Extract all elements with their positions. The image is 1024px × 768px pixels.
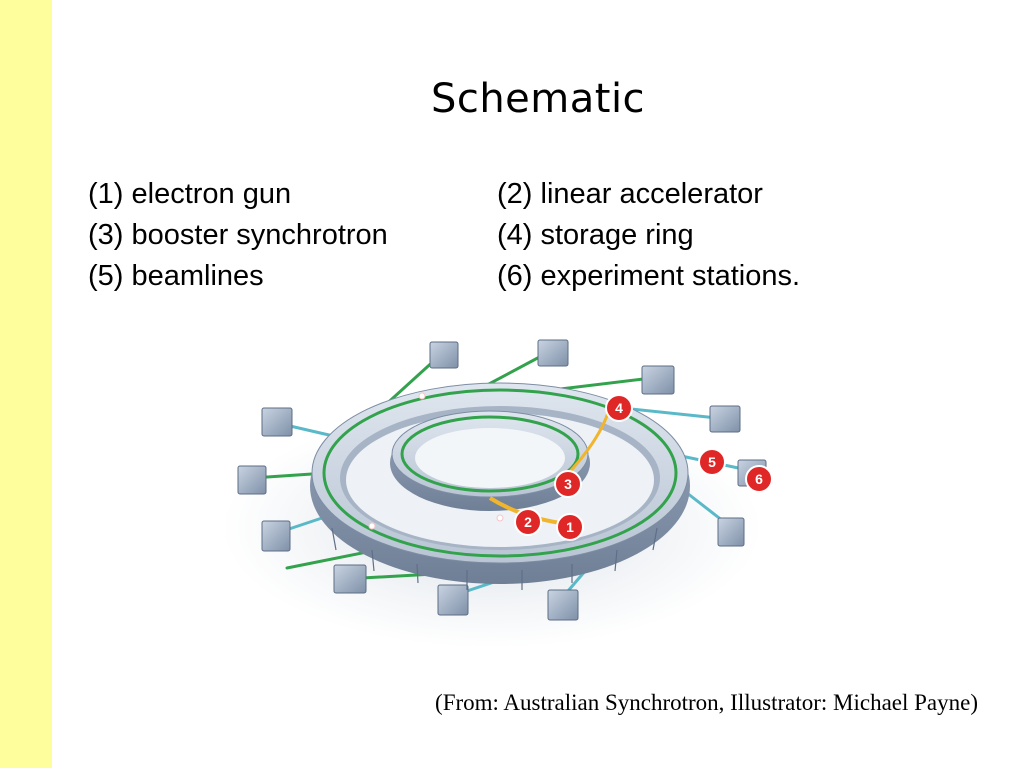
marker-5: 5 [698, 448, 726, 476]
legend-item-electron-gun: (1) electron gun [88, 178, 292, 210]
ring-segments [331, 527, 658, 590]
marker-6-label: 6 [755, 471, 763, 487]
synchrotron-illustration: 1 2 3 4 5 6 [222, 339, 773, 648]
legend-item-booster-synchrotron: (3) booster synchrotron [88, 219, 388, 251]
side-band [0, 0, 52, 768]
legend-item-beamlines: (5) beamlines [88, 260, 264, 292]
marker-1-label: 1 [566, 519, 574, 535]
marker-3-label: 3 [564, 476, 572, 492]
marker-2-label: 2 [524, 514, 532, 530]
legend-item-experiment-stations: (6) experiment stations. [497, 260, 801, 292]
booster-ring-hole [415, 428, 565, 488]
marker-3: 3 [554, 470, 582, 498]
legend-item-linear-accelerator: (2) linear accelerator [497, 178, 763, 210]
marker-6: 6 [745, 465, 773, 493]
marker-2: 2 [514, 508, 542, 536]
booster-ring-beam [400, 415, 580, 493]
storage-ring-beam [322, 388, 678, 558]
marker-4-label: 4 [615, 400, 623, 416]
slide-title: Schematic [430, 76, 646, 122]
marker-4: 4 [605, 394, 633, 422]
marker-1: 1 [556, 513, 584, 541]
experiment-station-boxes [237, 339, 767, 621]
component-legend: (1) electron gun (2) linear accelerator … [88, 174, 908, 297]
marker-5-label: 5 [708, 454, 716, 470]
legend-item-storage-ring: (4) storage ring [497, 219, 694, 251]
illustration-credit: (From: Australian Synchrotron, Illustrat… [435, 690, 978, 715]
